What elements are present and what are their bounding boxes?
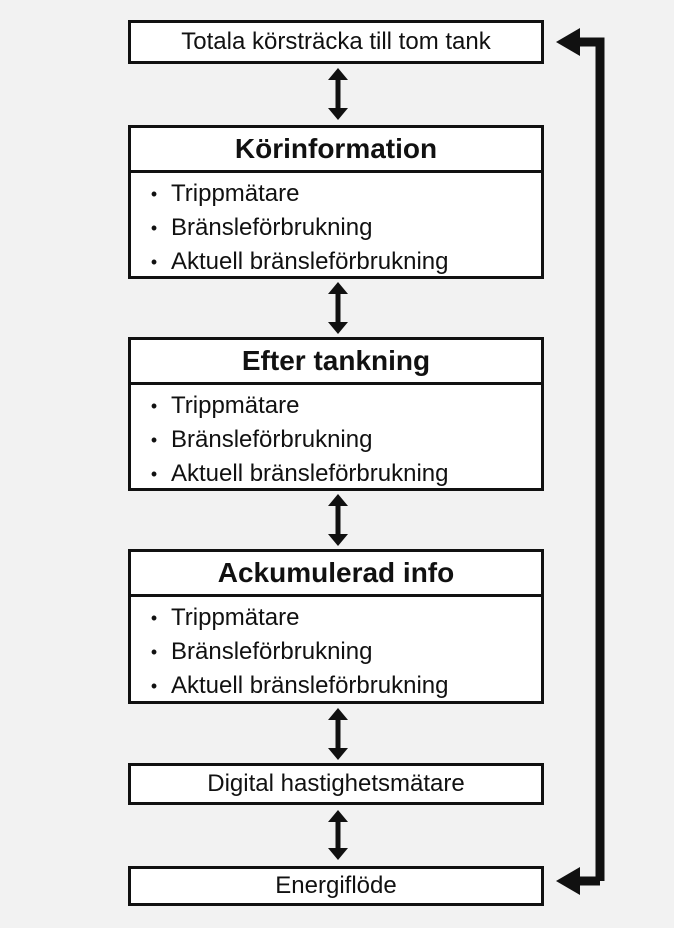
- list-item-label: Bränsleförbrukning: [171, 638, 373, 665]
- list-item-label: Aktuell bränsleförbrukning: [171, 672, 449, 699]
- bullet-icon: •: [150, 430, 158, 450]
- list-item-label: Trippmätare: [171, 604, 300, 631]
- list-item-label: Aktuell bränsleförbrukning: [171, 248, 449, 275]
- double-arrow-icon: [328, 68, 348, 120]
- bullet-icon: •: [150, 218, 158, 238]
- double-arrow-icon: [328, 282, 348, 334]
- double-arrow-icon: [328, 810, 348, 860]
- list-item-label: Aktuell bränsleförbrukning: [171, 460, 449, 487]
- group-title: Efter tankning: [131, 340, 541, 385]
- list-item: • Bränsleförbrukning: [145, 635, 541, 669]
- list-item-label: Trippmätare: [171, 180, 300, 207]
- list-item: • Aktuell bränsleförbrukning: [145, 669, 541, 703]
- screen-box-energy-flow-label: Energiflöde: [275, 872, 397, 899]
- list-item: • Aktuell bränsleförbrukning: [145, 245, 541, 279]
- bullet-icon: •: [150, 252, 158, 272]
- bullet-icon: •: [150, 676, 158, 696]
- return-loop-arrow-icon: [556, 28, 605, 895]
- group-item-list: • Trippmätare • Bränsleförbrukning • Aktuel…: [131, 597, 541, 703]
- list-item: • Aktuell bränsleförbrukning: [145, 457, 541, 491]
- list-item: • Bränsleförbrukning: [145, 211, 541, 245]
- screen-group-efter-tankning: Efter tankning • Trippmätare • Bränsleförb…: [128, 337, 544, 491]
- double-arrow-icon: [328, 708, 348, 760]
- list-item-label: Trippmätare: [171, 392, 300, 419]
- bullet-icon: •: [150, 642, 158, 662]
- double-arrow-icon: [328, 494, 348, 546]
- screen-group-ackumulerad-info: Ackumulerad info • Trippmätare • Bränslefö…: [128, 549, 544, 704]
- bullet-icon: •: [150, 396, 158, 416]
- list-item: • Trippmätare: [145, 177, 541, 211]
- list-item: • Bränsleförbrukning: [145, 423, 541, 457]
- screen-group-korinformation: Körinformation • Trippmätare • Bränsleförb…: [128, 125, 544, 279]
- screen-box-energy-flow: Energiflöde: [128, 866, 544, 906]
- group-title: Ackumulerad info: [131, 552, 541, 597]
- list-item: • Trippmätare: [145, 389, 541, 423]
- group-title: Körinformation: [131, 128, 541, 173]
- screen-box-total-range: Totala körsträcka till tom tank: [128, 20, 544, 64]
- list-item: • Trippmätare: [145, 601, 541, 635]
- list-item-label: Bränsleförbrukning: [171, 214, 373, 241]
- screen-box-digital-speedometer-label: Digital hastighetsmätare: [207, 770, 465, 797]
- screen-box-digital-speedometer: Digital hastighetsmätare: [128, 763, 544, 805]
- bullet-icon: •: [150, 608, 158, 628]
- screen-box-total-range-label: Totala körsträcka till tom tank: [181, 28, 491, 55]
- list-item-label: Bränsleförbrukning: [171, 426, 373, 453]
- group-item-list: • Trippmätare • Bränsleförbrukning • Aktuel…: [131, 173, 541, 279]
- bullet-icon: •: [150, 464, 158, 484]
- group-item-list: • Trippmätare • Bränsleförbrukning • Aktuel…: [131, 385, 541, 491]
- bullet-icon: •: [150, 184, 158, 204]
